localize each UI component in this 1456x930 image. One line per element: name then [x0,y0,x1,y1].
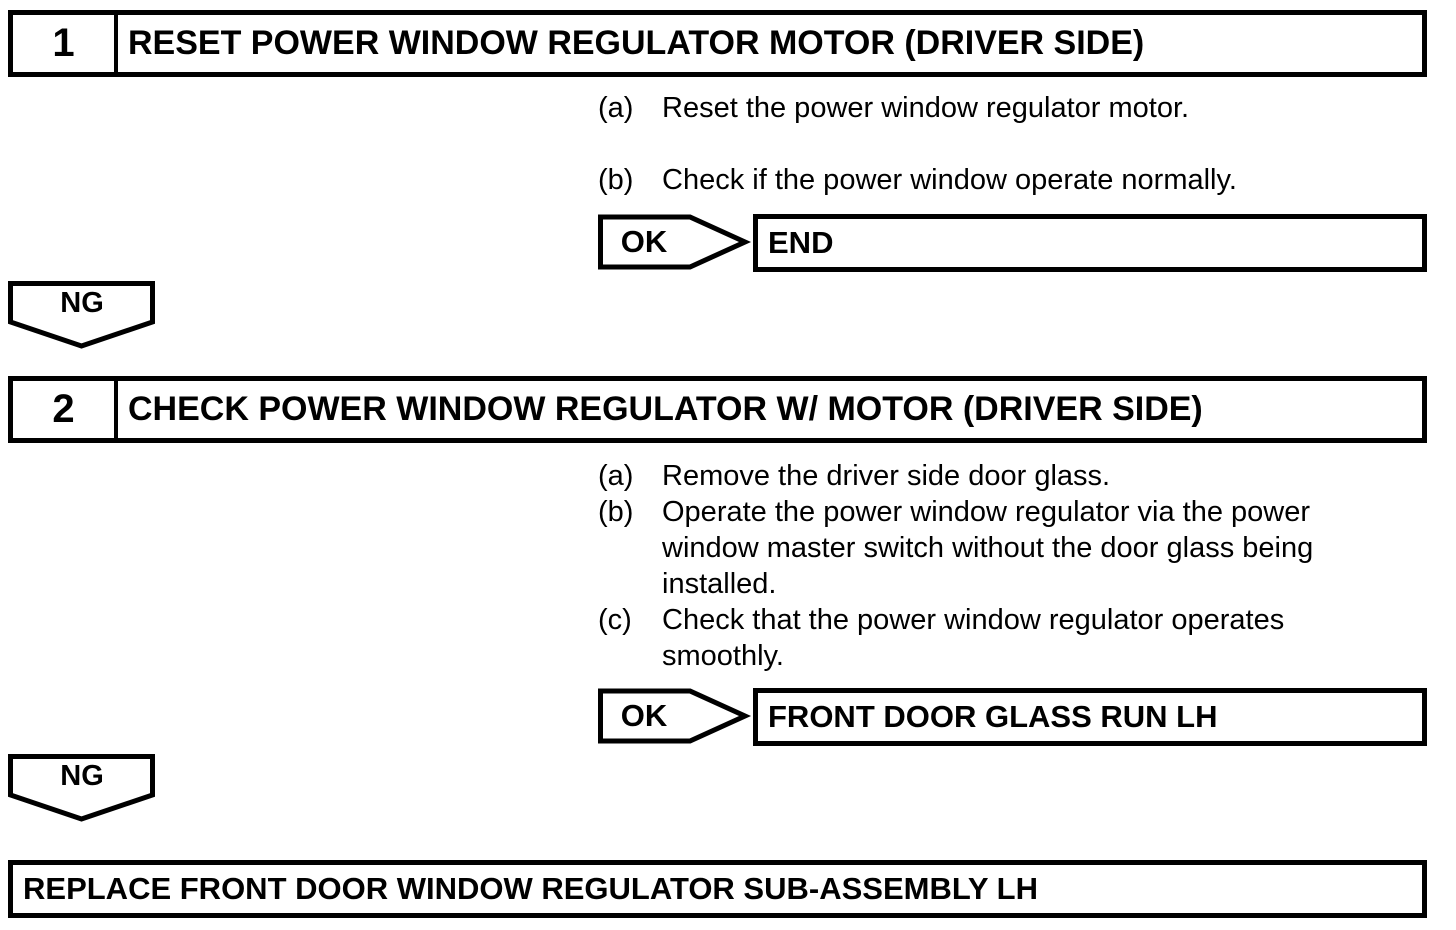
instruction-label: (a) [598,460,634,492]
instruction-item: (c) Check that the power window regulato… [598,602,1313,674]
instruction-label: (b) [598,164,634,196]
ng-connector-2: NG [8,754,156,824]
step-1-instructions: (a) Reset the power window regulator mot… [598,90,1237,198]
ok-connector-2: OK [598,688,758,744]
instruction-label: (a) [598,92,634,124]
result-box-end: END [753,214,1427,272]
step-1-title: RESET POWER WINDOW REGULATOR MOTOR (DRIV… [128,24,1145,62]
step-1-header: 1 RESET POWER WINDOW REGULATOR MOTOR (DR… [8,10,1427,77]
ng-arrow-icon [8,754,155,822]
instruction-item: (a) Remove the driver side door glass. [598,458,1313,494]
instruction-line: Reset the power window regulator motor. [662,92,1190,124]
instruction-item: (a) Reset the power window regulator mot… [598,90,1237,126]
instruction-label: (b) [598,496,634,528]
ng-label: NG [60,760,104,792]
instruction-line: Check if the power window operate normal… [662,164,1237,196]
result-box-front-door-glass-run: FRONT DOOR GLASS RUN LH [753,688,1427,746]
instruction-item: (b) Operate the power window regulator v… [598,494,1313,602]
ng-connector-1: NG [8,281,156,351]
instruction-line: Check that the power window regulator op… [662,604,1285,636]
ng-arrow-icon [8,281,155,349]
ok-arrow-icon [598,214,752,270]
ok-arrow-icon [598,688,752,744]
step-2-instructions: (a) Remove the driver side door glass. (… [598,458,1313,674]
step-2-title: CHECK POWER WINDOW REGULATOR W/ MOTOR (D… [128,390,1203,428]
ok-connector-1: OK [598,214,758,270]
ok-label: OK [620,224,668,259]
instruction-line: installed. [662,568,777,600]
ng-label: NG [60,287,104,319]
step-2-number: 2 [13,381,118,438]
instruction-item: (b) Check if the power window operate no… [598,162,1237,198]
instruction-line: Remove the driver side door glass. [662,460,1111,492]
final-action-box: REPLACE FRONT DOOR WINDOW REGULATOR SUB-… [8,860,1427,918]
instruction-line: Operate the power window regulator via t… [662,496,1311,528]
step-1-number: 1 [13,15,118,72]
instruction-line: smoothly. [662,640,784,672]
instruction-line: window master switch without the door gl… [662,532,1314,564]
step-2-header: 2 CHECK POWER WINDOW REGULATOR W/ MOTOR … [8,376,1427,443]
instruction-label: (c) [598,604,632,636]
ok-label: OK [620,698,668,733]
